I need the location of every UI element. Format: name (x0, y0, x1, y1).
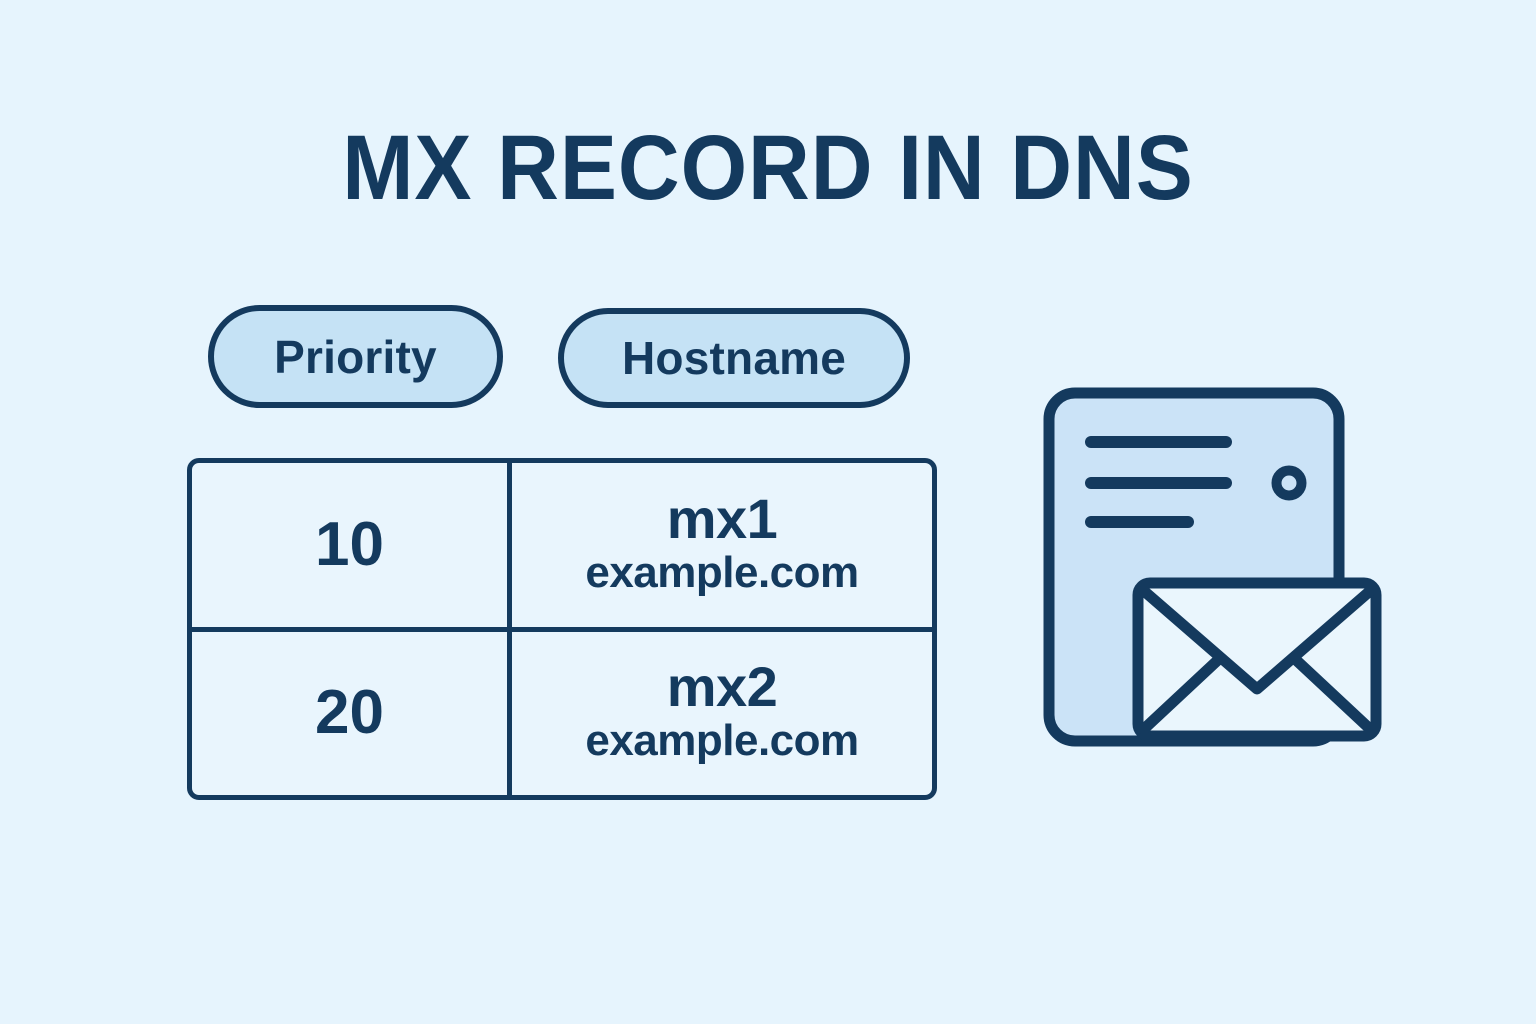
envelope-icon (1132, 577, 1382, 742)
hostname-domain: example.com (585, 547, 859, 597)
legend-pill-priority-label: Priority (274, 330, 437, 383)
envelope-fold-right (1289, 653, 1376, 735)
legend-pill-hostname-label: Hostname (622, 332, 846, 384)
hostname-label: mx1 (666, 486, 778, 550)
table-row: 10 mx1 example.com (192, 463, 932, 627)
circle-stamp-icon (1271, 465, 1307, 501)
table-row: 20 mx2 example.com (192, 626, 932, 796)
envelope-fold-left (1138, 653, 1225, 735)
cell-hostname: mx1 example.com (512, 463, 932, 627)
cell-priority: 20 (192, 631, 512, 795)
hostname-label: mx2 (666, 655, 778, 719)
cell-priority: 10 (192, 463, 512, 627)
mail-illustration-svg (1043, 387, 1382, 747)
legend-pill-priority: Priority (208, 305, 503, 408)
hostname-domain: example.com (585, 716, 859, 766)
envelope-flap (1138, 585, 1376, 695)
legend-pill-hostname: Hostname (558, 308, 910, 408)
mx-record-table: 10 mx1 example.com 20 mx2 example.com (187, 458, 937, 800)
cell-hostname: mx2 example.com (512, 632, 932, 796)
page-title: MX RECORD IN DNS (342, 117, 1194, 219)
mail-illustration (1020, 365, 1410, 760)
